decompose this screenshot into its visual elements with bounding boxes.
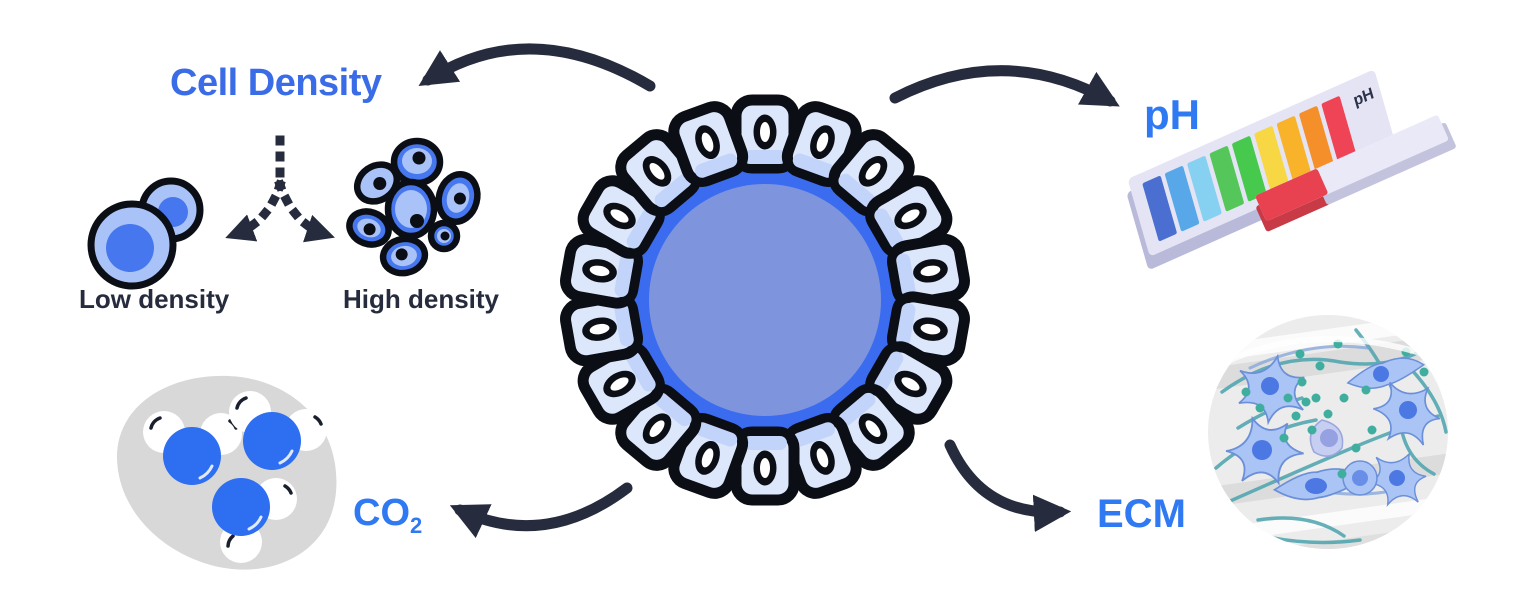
ecm-micrograph-icon bbox=[1208, 315, 1448, 549]
ph-band bbox=[1254, 126, 1289, 192]
co2-molecule bbox=[229, 391, 327, 470]
organoid-cell bbox=[668, 101, 749, 187]
ph-band bbox=[1165, 166, 1200, 232]
organoid-cell bbox=[828, 383, 915, 471]
dashed-split-arrow bbox=[225, 135, 335, 243]
ph-strip-icon: pH bbox=[1127, 70, 1456, 269]
co2-label-main: CO bbox=[353, 492, 410, 534]
organoid-cross-section bbox=[560, 94, 970, 506]
ph-band bbox=[1187, 156, 1222, 222]
organoid-lumen bbox=[649, 184, 881, 416]
arrow-to-co2 bbox=[449, 482, 633, 539]
organoid-outer-cells bbox=[560, 94, 970, 506]
organoid-cell bbox=[560, 291, 644, 367]
arrow-to-ph bbox=[889, 65, 1120, 107]
arrow-to-cell-density bbox=[418, 43, 656, 92]
organoid-cell bbox=[577, 341, 665, 425]
high-density-label: High density bbox=[343, 284, 500, 314]
low-density-cells-icon bbox=[87, 177, 204, 290]
co2-label: CO2 bbox=[353, 494, 422, 537]
ecm-nuclei bbox=[1252, 366, 1417, 494]
ph-band bbox=[1276, 116, 1311, 182]
ph-band bbox=[1321, 96, 1356, 162]
co2-molecule bbox=[212, 478, 297, 563]
ph-label: pH bbox=[1144, 91, 1200, 138]
co2-molecules-icon bbox=[116, 375, 337, 570]
ph-test-strip bbox=[1255, 115, 1456, 232]
co2-molecule bbox=[143, 411, 242, 485]
ph-band bbox=[1232, 136, 1267, 202]
cell-density-label: Cell Density bbox=[170, 62, 382, 104]
organoid-cell bbox=[865, 175, 953, 259]
arrow-to-ecm bbox=[944, 439, 1072, 533]
co2-label-subscript: 2 bbox=[410, 513, 423, 538]
ph-scale-bands bbox=[1142, 96, 1356, 242]
ph-band bbox=[1209, 146, 1244, 212]
ecm-label: ECM bbox=[1097, 492, 1186, 536]
high-density-cluster-icon bbox=[346, 137, 481, 277]
ph-band bbox=[1142, 176, 1177, 242]
low-density-label: Low density bbox=[79, 284, 230, 314]
organoid-cell bbox=[781, 413, 862, 499]
ph-band bbox=[1299, 106, 1334, 172]
